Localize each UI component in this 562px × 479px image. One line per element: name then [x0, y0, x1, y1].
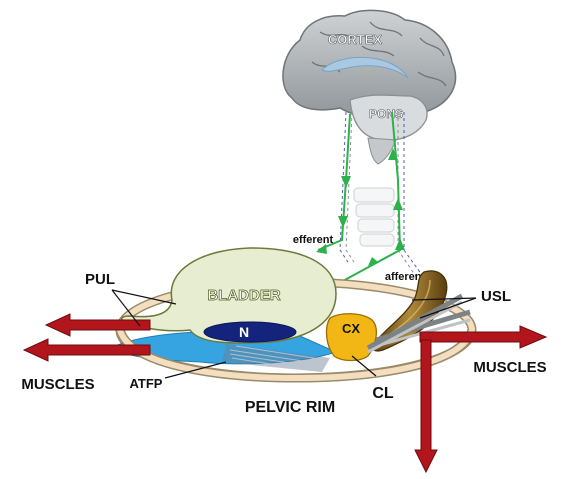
- pul-label: PUL: [85, 271, 115, 288]
- usl-label: USL: [481, 288, 511, 305]
- cervix: CX: [327, 314, 377, 361]
- brain: CORTEX PONS: [283, 10, 456, 164]
- detrusor-nucleus: [204, 322, 296, 342]
- efferent-label: efferent: [293, 234, 334, 246]
- efferent-pathway: [316, 114, 351, 254]
- pelvic-rim-label: PELVIC RIM: [245, 399, 335, 416]
- cx-label: CX: [342, 321, 360, 336]
- atfp-label: ATFP: [130, 376, 163, 391]
- bladder-label: BLADDER: [207, 287, 280, 304]
- afferent-arrowhead-5: [393, 198, 403, 210]
- muscles-left-label: MUSCLES: [21, 376, 94, 393]
- n-label: N: [239, 324, 249, 340]
- cortex-label: CORTEX: [328, 32, 383, 47]
- spinal-column: [354, 188, 394, 246]
- bladder: BLADDER N: [122, 248, 336, 343]
- muscles-right-label: MUSCLES: [473, 359, 546, 376]
- muscle-arrows-left: [24, 314, 150, 361]
- efferent-arrowhead-2: [338, 216, 348, 228]
- cl-label: CL: [372, 385, 394, 402]
- muscle-arrows-right: [415, 326, 546, 472]
